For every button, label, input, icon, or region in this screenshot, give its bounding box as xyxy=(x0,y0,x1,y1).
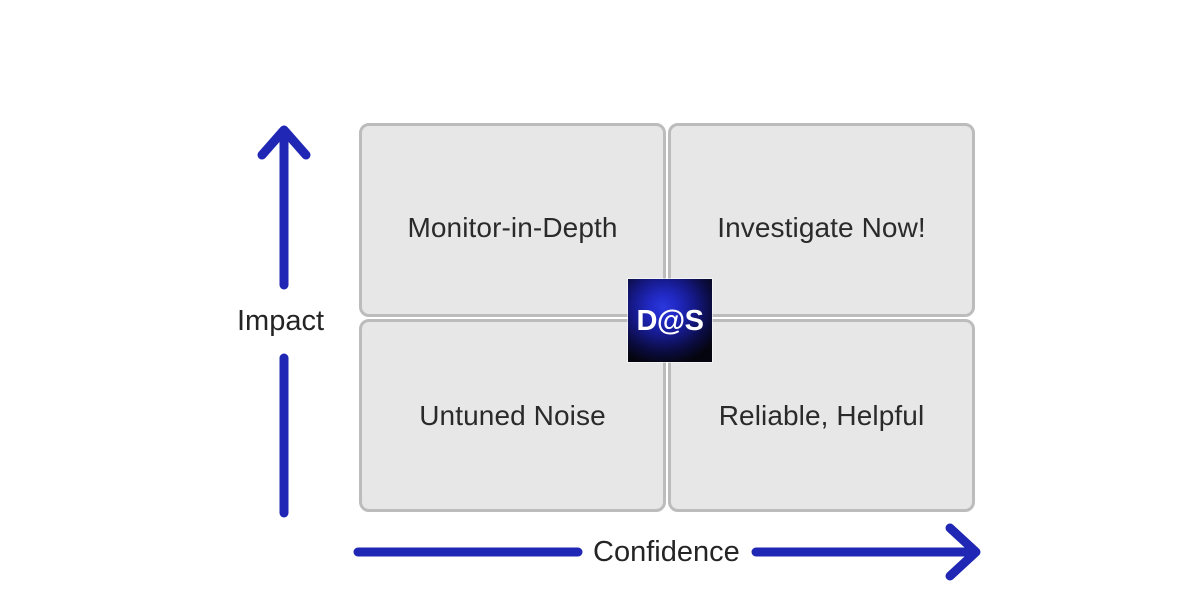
quadrant-top-left[interactable]: Monitor-in-Depth xyxy=(359,123,666,317)
center-logo-badge: D@S xyxy=(628,279,712,362)
y-axis-label: Impact xyxy=(237,305,325,337)
arrow-up-icon xyxy=(257,125,311,160)
quadrant-bottom-right[interactable]: Reliable, Helpful xyxy=(668,318,975,512)
quadrant-label: Untuned Noise xyxy=(419,399,606,431)
quadrant-top-right[interactable]: Investigate Now! xyxy=(668,123,975,317)
quadrant-label: Monitor-in-Depth xyxy=(407,212,618,243)
x-axis-label: Confidence xyxy=(593,536,740,568)
quadrant-label: Investigate Now! xyxy=(717,212,926,243)
quadrant-label: Reliable, Helpful xyxy=(718,399,925,431)
logo-text: D@S xyxy=(636,304,704,337)
arrow-right-icon xyxy=(945,523,981,581)
quadrant-matrix: Monitor-in-Depth Investigate Now! Untune… xyxy=(359,123,975,512)
quadrant-bottom-left[interactable]: Untuned Noise xyxy=(359,318,666,512)
